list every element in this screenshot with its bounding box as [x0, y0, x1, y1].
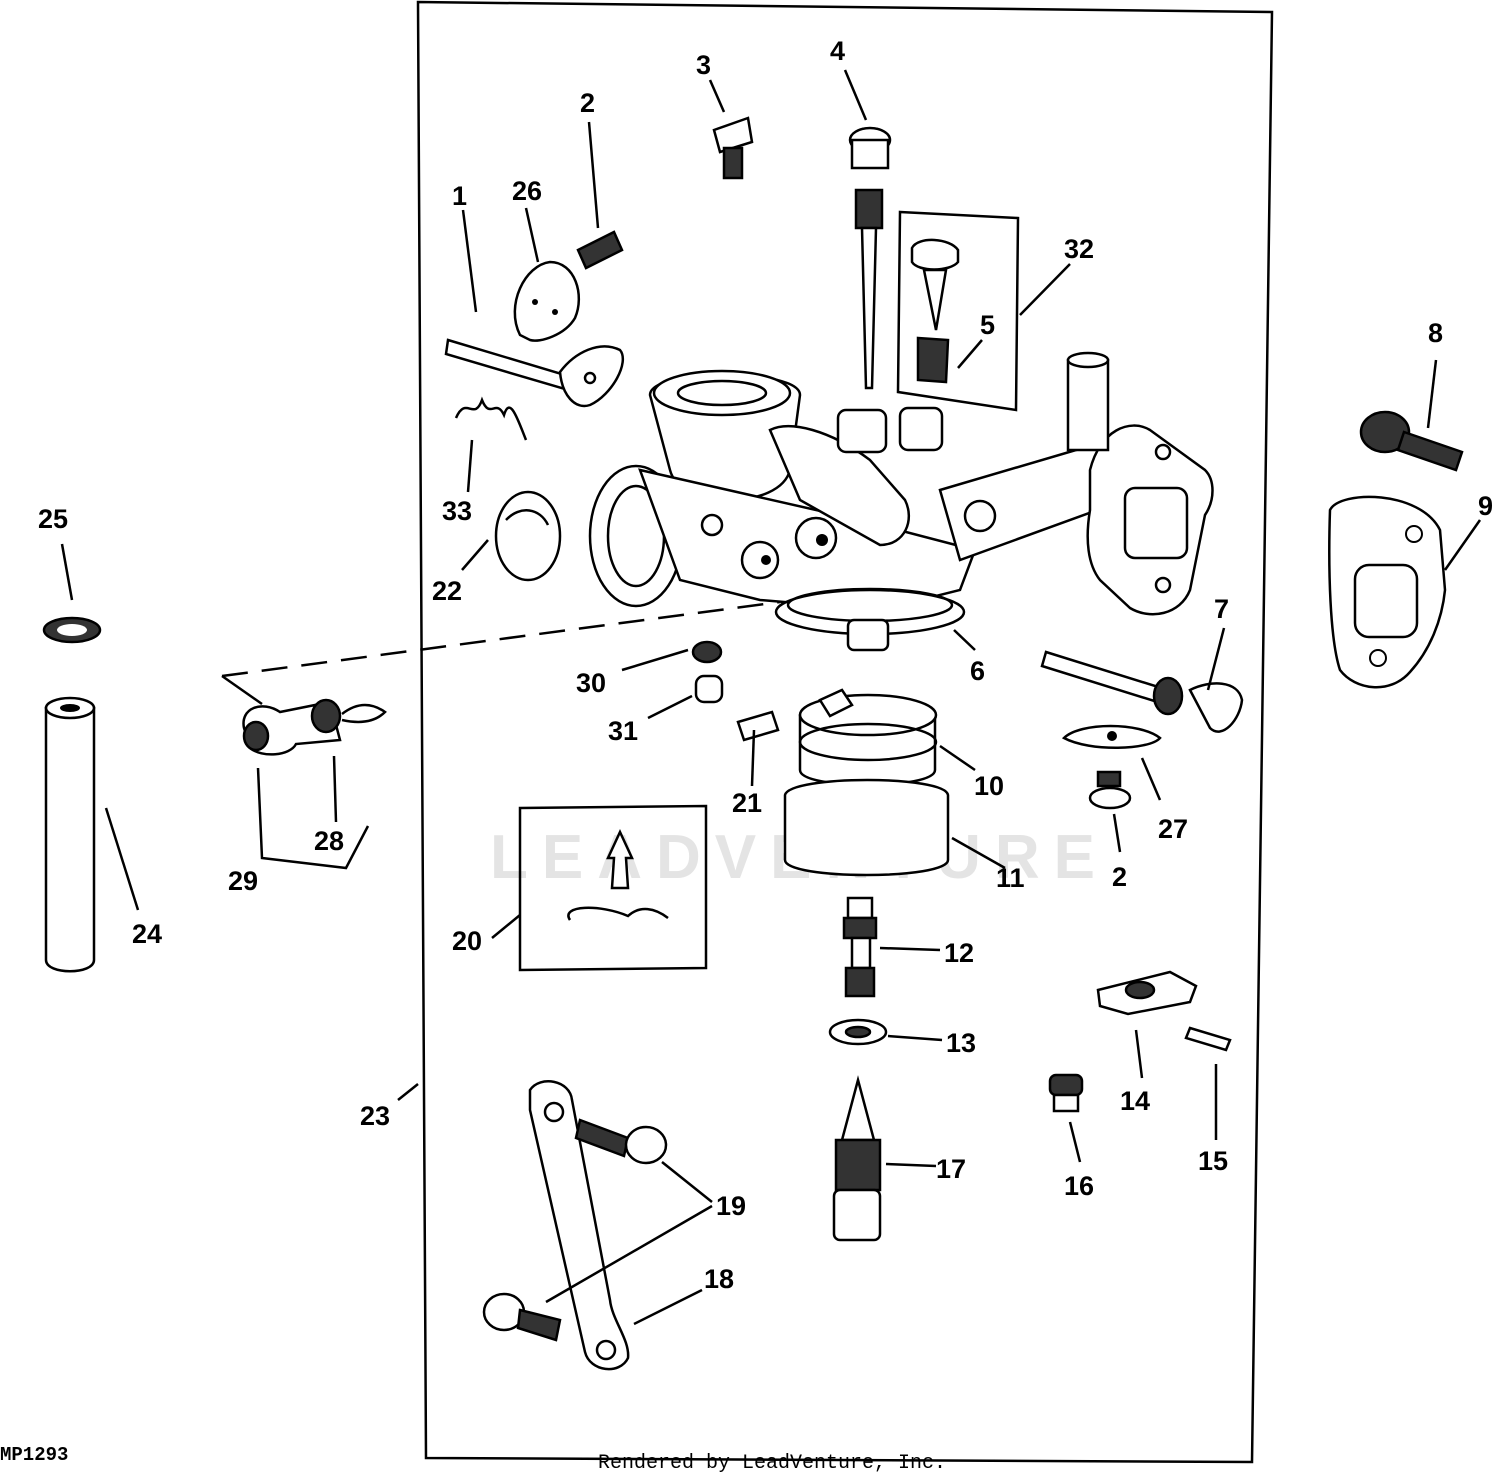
callout-2-upper: 2 [580, 88, 595, 118]
part-carburetor-body [588, 351, 1214, 652]
part-elbow-fitting [221, 674, 387, 756]
callout-23: 23 [360, 1101, 390, 1131]
part-screw-upper [576, 230, 624, 270]
part-welch-plug [494, 490, 562, 582]
callout-17: 17 [936, 1154, 966, 1184]
callout-labels: 1 2 2 3 4 5 6 7 8 9 10 11 12 13 14 15 16… [38, 36, 1493, 1294]
part-gasket-9 [1328, 495, 1447, 689]
part-spring-33 [454, 396, 528, 441]
part-float-pin [736, 710, 780, 742]
callout-24: 24 [132, 919, 162, 949]
callout-10: 10 [974, 771, 1004, 801]
callout-6: 6 [970, 656, 985, 686]
callout-7: 7 [1214, 594, 1229, 624]
callout-3: 3 [696, 50, 711, 80]
part-link-18 [528, 1080, 630, 1371]
callout-19: 19 [716, 1191, 746, 1221]
callout-leaders [60, 69, 1482, 1326]
part-fuel-line [44, 696, 96, 973]
callout-12: 12 [944, 938, 974, 968]
callout-16: 16 [1064, 1171, 1094, 1201]
part-needle-valve [832, 1075, 882, 1242]
part-seal-30 [691, 640, 723, 664]
part-seal-31 [694, 674, 724, 704]
callout-28: 28 [314, 826, 344, 856]
part-washer [828, 1018, 888, 1046]
callout-30: 30 [576, 668, 606, 698]
part-screws-19 [482, 1118, 668, 1342]
part-main-jet [842, 896, 878, 998]
part-idle-mixture-screw [848, 126, 892, 390]
fuel-fitting-leader [221, 600, 781, 678]
part-bracket-14 [1096, 970, 1198, 1016]
part-fuel-bowl [783, 778, 950, 877]
callout-32: 32 [1064, 234, 1094, 264]
part-kit-32 [896, 210, 1020, 412]
callout-8: 8 [1428, 318, 1443, 348]
callout-31: 31 [608, 716, 638, 746]
callout-9: 9 [1478, 491, 1493, 521]
part-screw-lower [1088, 770, 1132, 810]
callout-13: 13 [946, 1028, 976, 1058]
callout-1: 1 [452, 181, 467, 211]
part-screw-3 [712, 116, 754, 180]
part-throttle-valve [513, 260, 580, 342]
callout-33: 33 [442, 496, 472, 526]
figure-id: MP1293 [0, 1444, 68, 1466]
callout-22: 22 [432, 576, 462, 606]
callout-27: 27 [1158, 814, 1188, 844]
callout-21: 21 [732, 788, 762, 818]
callout-2-lower: 2 [1112, 862, 1127, 892]
callout-14: 14 [1120, 1086, 1150, 1116]
part-float [798, 688, 938, 787]
callout-5: 5 [980, 310, 995, 340]
callout-18: 18 [704, 1264, 734, 1294]
part-choke-valve [1061, 724, 1162, 749]
part-hose-clamp [42, 616, 102, 644]
callout-25: 25 [38, 504, 68, 534]
part-choke-shaft [1040, 650, 1244, 733]
part-bolt-8 [1359, 410, 1464, 472]
callout-20: 20 [452, 926, 482, 956]
callout-29: 29 [228, 866, 258, 896]
callout-11: 11 [996, 863, 1025, 893]
callout-15: 15 [1198, 1146, 1228, 1176]
part-throttle-shaft [444, 338, 625, 408]
callout-26: 26 [512, 176, 542, 206]
part-pin-15 [1184, 1026, 1232, 1052]
main-frame [416, 0, 1274, 1464]
part-plug-16 [1048, 1073, 1084, 1113]
footer-credit: Rendered by LeadVenture, Inc. [598, 1452, 946, 1475]
callout-4: 4 [830, 36, 845, 66]
